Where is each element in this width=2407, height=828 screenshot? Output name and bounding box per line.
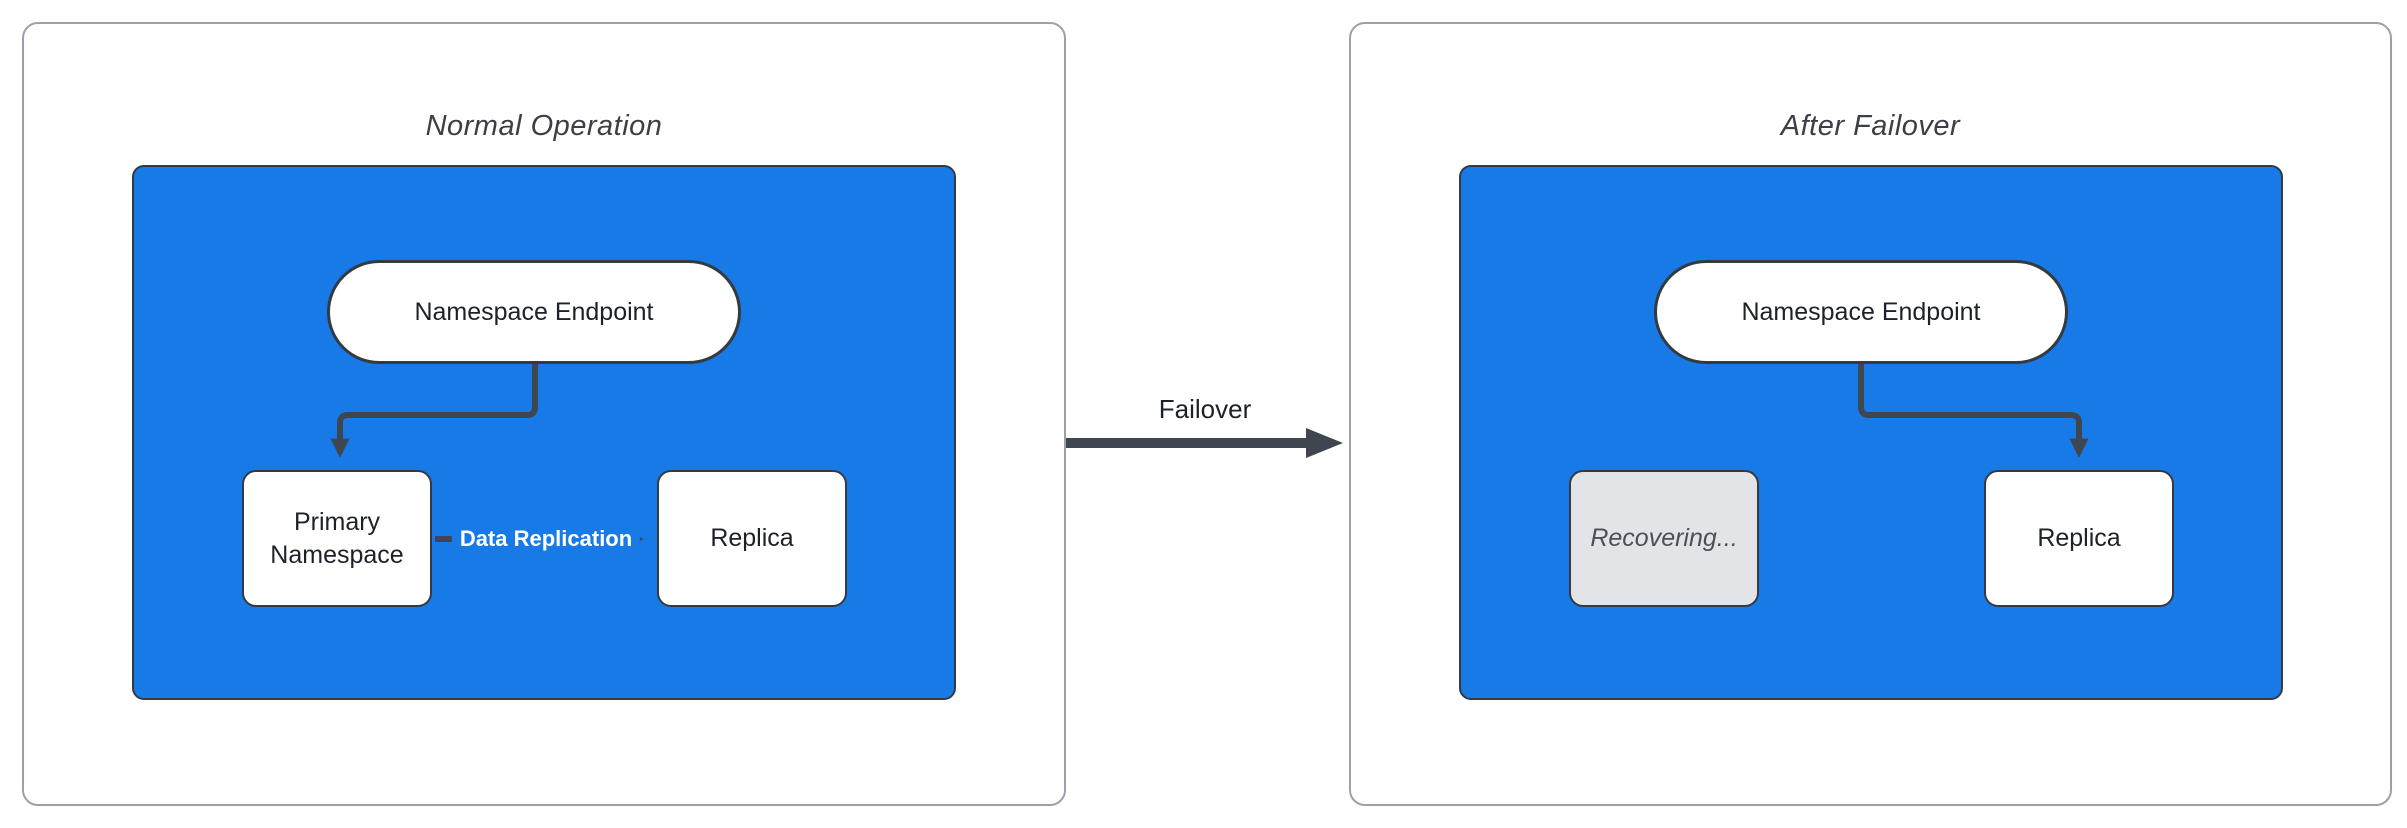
panel-title-normal-operation: Normal Operation <box>425 110 663 142</box>
replica-label-failover: Replica <box>2037 524 2121 553</box>
failover-arrowhead <box>1306 428 1343 458</box>
failover-arrow <box>1066 428 1343 458</box>
recovering-node: Recovering... <box>1569 470 1759 607</box>
failover-transition: Failover <box>1066 394 1344 470</box>
failover-label: Failover <box>1158 394 1252 424</box>
namespace-cluster-failover: Namespace Endpoint Recovering... Replica <box>1459 165 2283 700</box>
replica-label-normal: Replica <box>710 524 794 553</box>
replica-node-normal: Replica <box>657 470 847 607</box>
namespace-endpoint-label-failover: Namespace Endpoint <box>1741 297 1981 326</box>
primary-namespace-label: Primary Namespace <box>270 508 404 569</box>
connector-lines-normal <box>330 364 644 549</box>
edge-endpoint-to-primary <box>330 364 538 458</box>
replica-node-failover: Replica <box>1984 470 2174 607</box>
connector-lines-failover <box>1858 364 2089 458</box>
edge-endpoint-to-replica <box>1858 364 2089 458</box>
namespace-cluster-normal: Namespace Endpoint Primary Namespace Rep… <box>132 165 956 700</box>
namespace-endpoint-node-failover: Namespace Endpoint <box>1654 260 2068 364</box>
data-replication-edge-label: Data Replication <box>451 525 641 553</box>
namespace-endpoint-node-normal: Namespace Endpoint <box>327 260 741 364</box>
panel-after-failover: After Failover Namespace Endpoint Recove… <box>1349 22 2392 806</box>
primary-namespace-node: Primary Namespace <box>242 470 432 607</box>
recovering-label: Recovering... <box>1590 524 1738 553</box>
panel-normal-operation: Normal Operation Namespace Endpoint Prim… <box>22 22 1066 806</box>
namespace-endpoint-label: Namespace Endpoint <box>414 297 654 326</box>
panel-title-after-failover: After Failover <box>1780 110 1961 142</box>
